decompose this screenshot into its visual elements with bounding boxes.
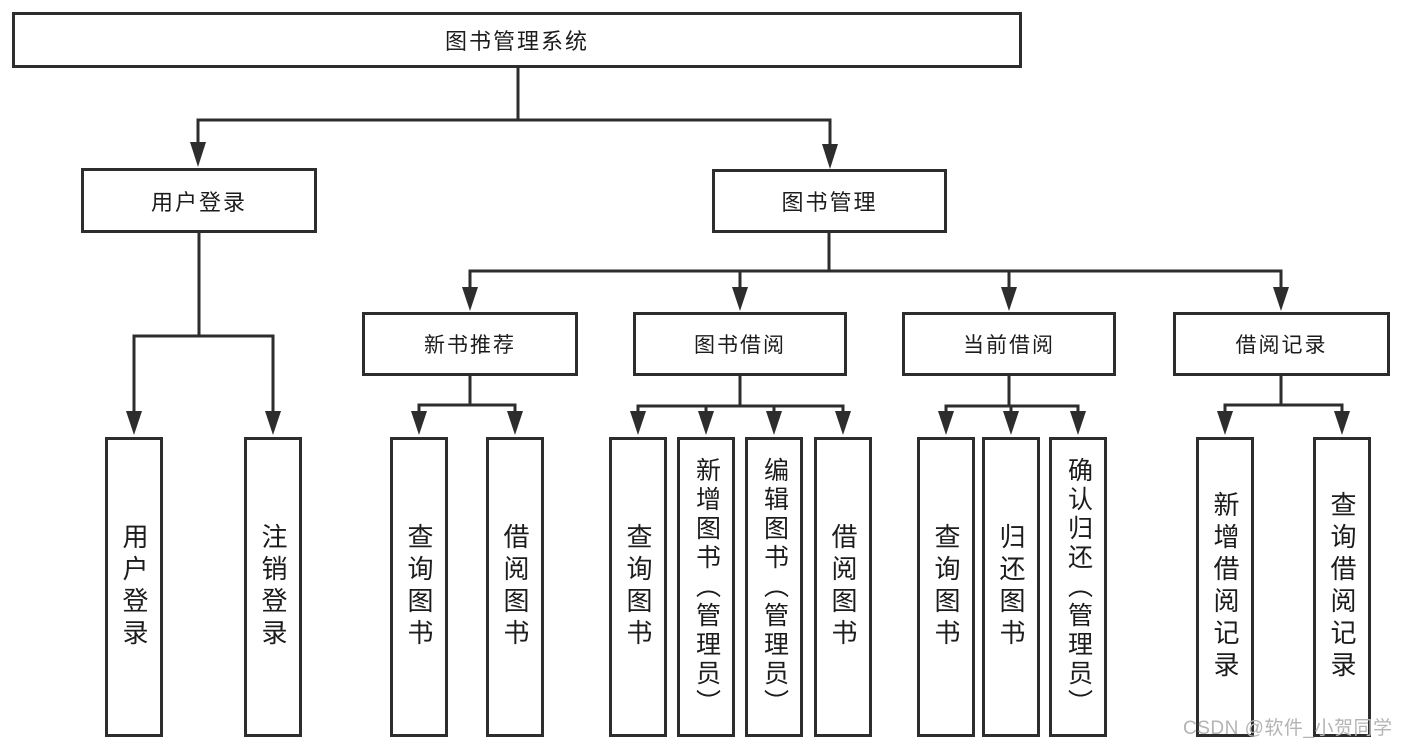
node-label: 确认归还（管理员） [1064,456,1093,718]
node-new-book-recommend: 新书推荐 [362,312,578,376]
csdn-watermark: CSDN @软件_小贺同学 [1183,718,1393,739]
node-label: 新增借阅记录 [1210,491,1240,683]
node-book-borrowing: 图书借阅 [633,312,847,376]
leaf-current-confirm-return-admin: 确认归还（管理员） [1049,437,1107,737]
node-label: 查询图书 [931,523,961,651]
leaf-records-add-record: 新增借阅记录 [1196,437,1254,737]
node-label: 注销登录 [258,523,288,651]
leaf-current-query-books: 查询图书 [917,437,975,737]
leaf-recommend-borrow-books: 借阅图书 [486,437,544,737]
node-current-borrowing: 当前借阅 [902,312,1116,376]
node-book-management: 图书管理 [712,169,947,233]
node-label: 借阅图书 [500,523,530,651]
leaf-recommend-query-books: 查询图书 [390,437,448,737]
node-label: 查询借阅记录 [1327,491,1357,683]
leaf-current-return-books: 归还图书 [982,437,1040,737]
leaf-user-login: 用户登录 [105,437,163,737]
leaf-logout: 注销登录 [244,437,302,737]
node-borrowing-records: 借阅记录 [1173,312,1390,376]
node-label: 查询图书 [404,523,434,651]
node-label: 新增图书（管理员） [692,456,721,718]
leaf-records-query-record: 查询借阅记录 [1313,437,1371,737]
leaf-borrowing-add-books-admin: 新增图书（管理员） [677,437,735,737]
node-label: 编辑图书（管理员） [760,456,789,718]
node-label: 查询图书 [623,523,653,651]
leaf-borrowing-borrow-books: 借阅图书 [814,437,872,737]
leaf-borrowing-edit-books-admin: 编辑图书（管理员） [745,437,803,737]
leaf-borrowing-query-books: 查询图书 [609,437,667,737]
node-user-login: 用户登录 [81,168,317,233]
node-library-system: 图书管理系统 [12,12,1022,68]
node-label: 借阅图书 [828,523,858,651]
node-label: 归还图书 [996,523,1026,651]
node-label: 用户登录 [119,523,149,651]
